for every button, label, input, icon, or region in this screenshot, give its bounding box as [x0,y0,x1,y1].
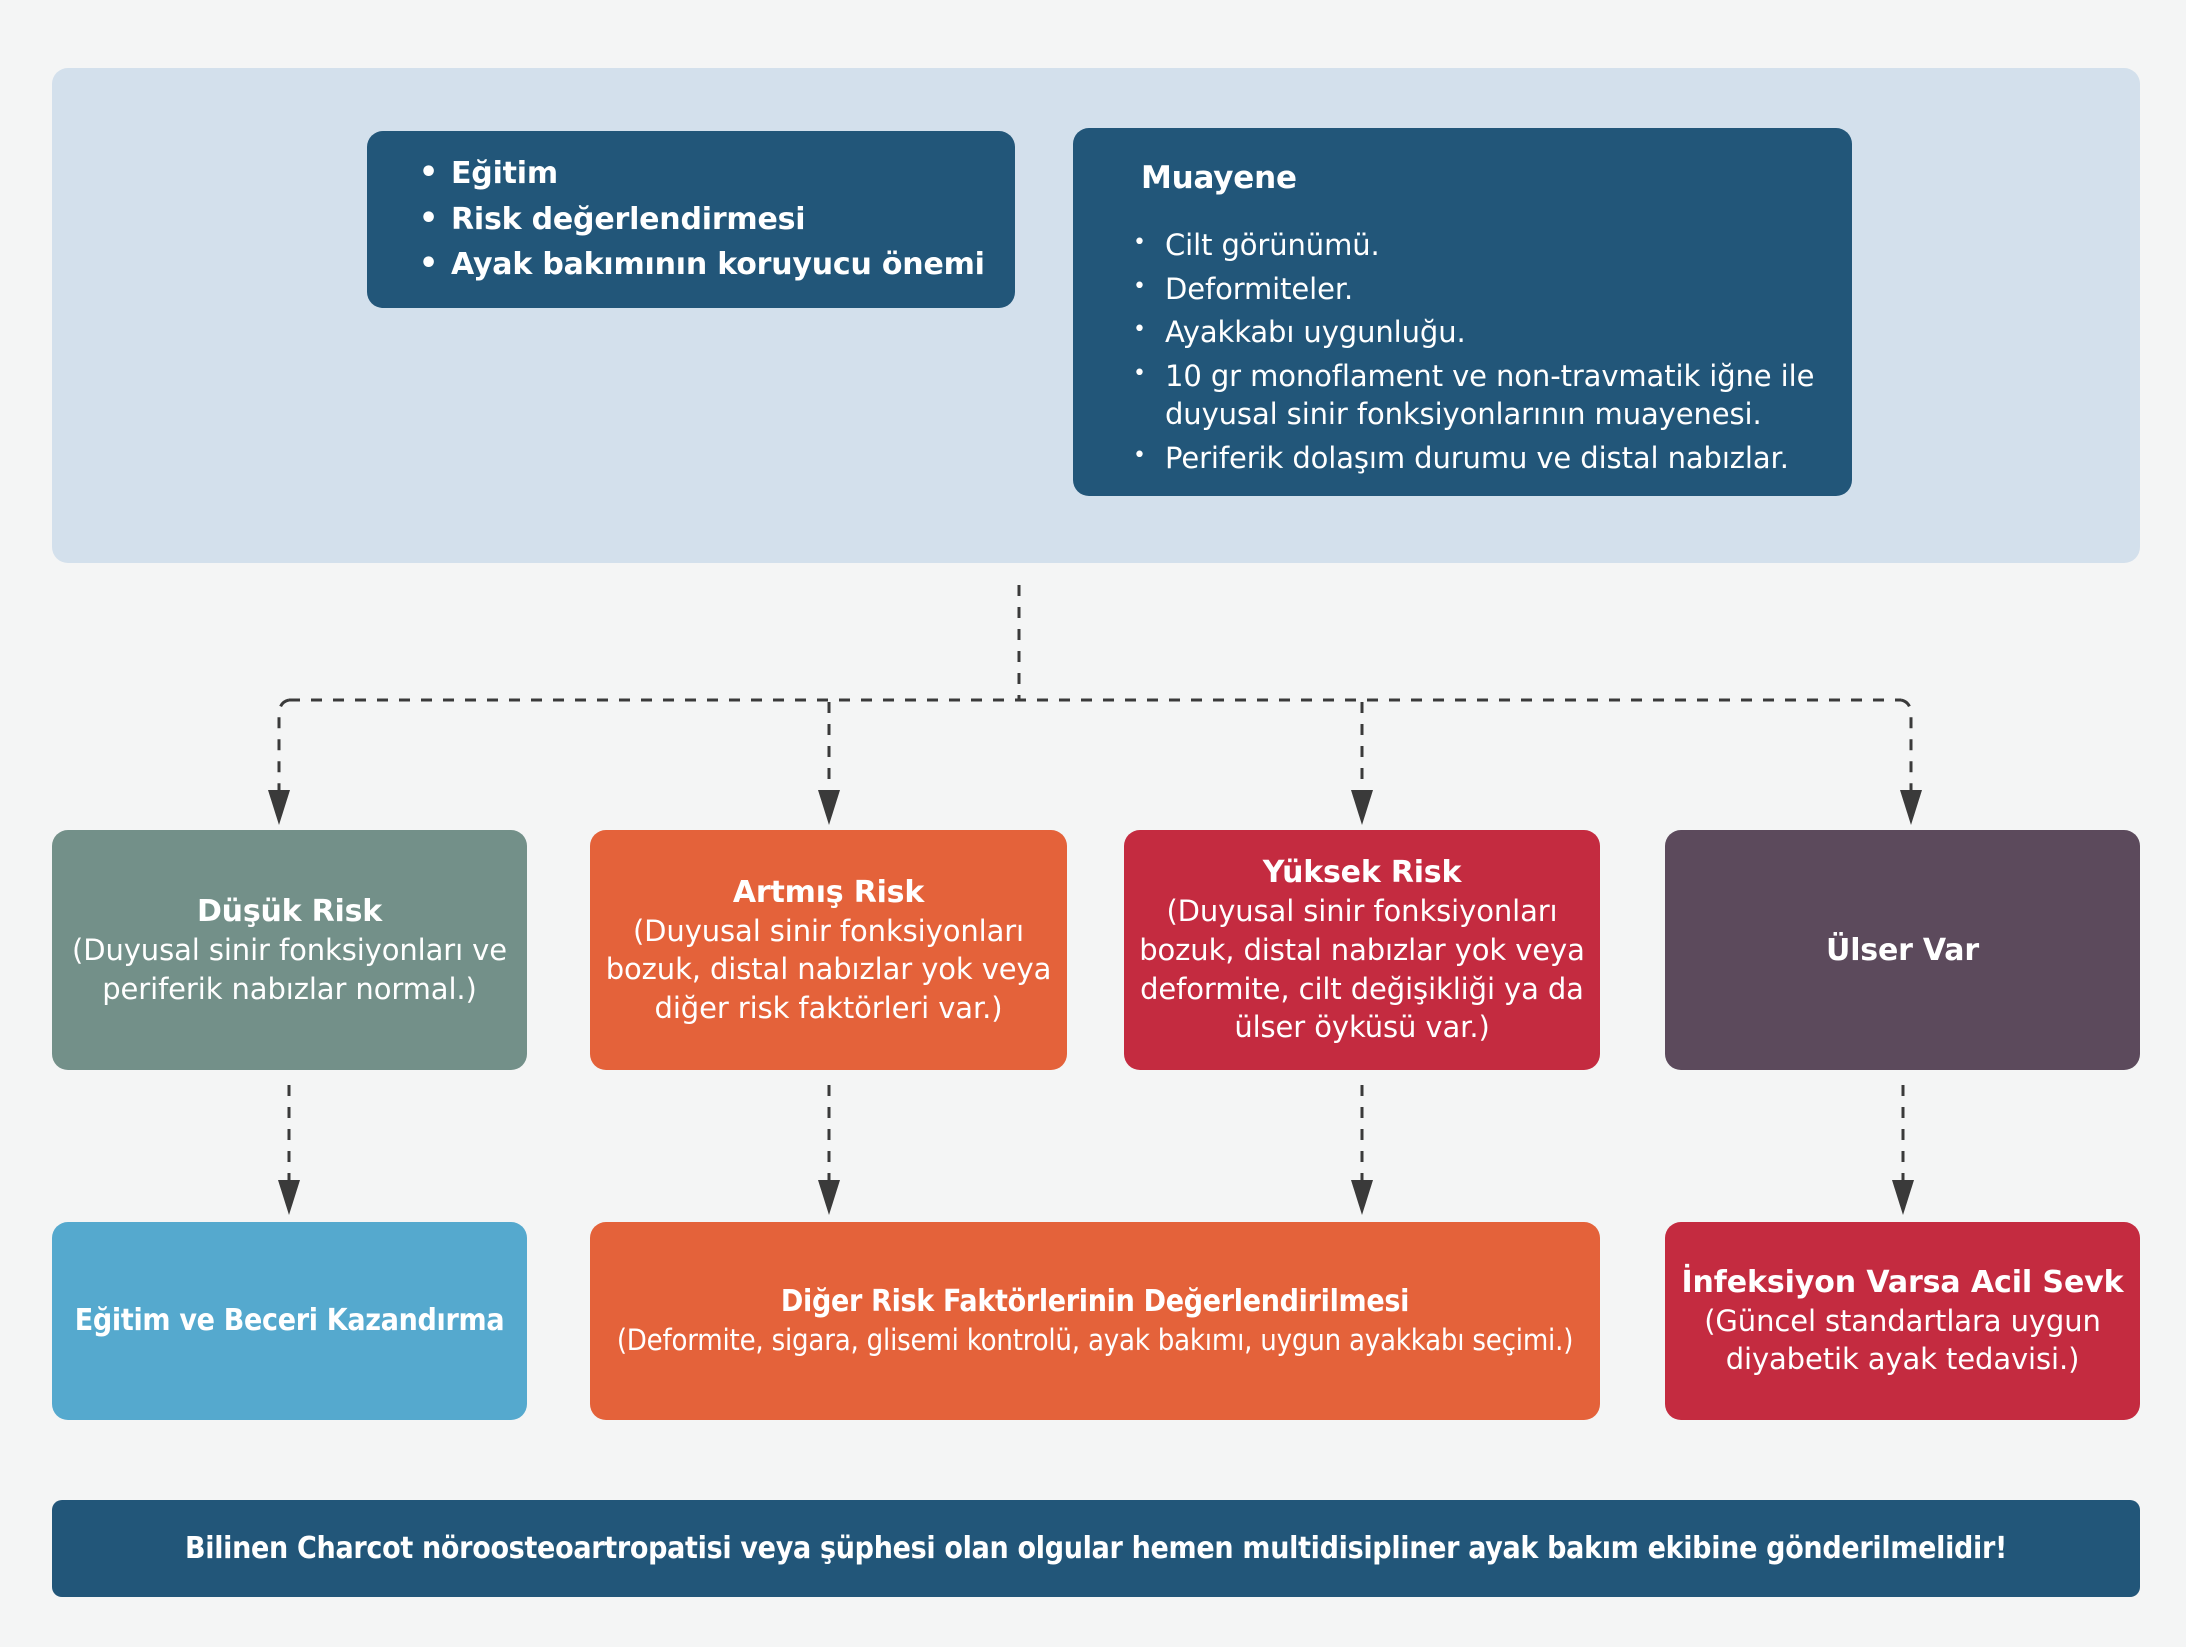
education-bullet: Eğitim [413,150,1015,197]
arrowhead-riskfactors-left [818,1180,840,1215]
action-card-title: İnfeksiyon Varsa Acil Sevk [1681,1265,2124,1301]
risk-card-subtitle: (Duyusal sinir fonksiyonları ve periferi… [72,932,507,1006]
action-card-subtitle: (Güncel standartlara uygun diyabetik aya… [1704,1304,2101,1376]
risk-card-title: Yüksek Risk [1262,855,1462,891]
action-card-subtitle: (Deformite, sigara, glisemi kontrolü, ay… [616,1323,1574,1358]
examination-bullet: 10 gr monoflament ve non-travmatik iğne … [1127,357,1818,434]
examination-box: Muayene Cilt görünümü. Deformiteler. Aya… [1073,128,1852,496]
action-card-title: Diğer Risk Faktörlerinin Değerlendirilme… [780,1284,1410,1320]
risk-card-title: Ülser Var [1826,932,1979,968]
risk-card-title: Artmış Risk [732,874,925,910]
connector-branch-ulcer [1900,698,1913,790]
arrowhead-ulcer [1900,790,1922,825]
risk-card-low: Düşük Risk (Duyusal sinir fonksiyonları … [52,830,527,1070]
risk-card-increased: Artmış Risk (Duyusal sinir fonksiyonları… [590,830,1067,1070]
examination-items-list: Cilt görünümü. Deformiteler. Ayakkabı uy… [1127,226,1818,482]
education-bullet: Ayak bakımının koruyucu önemi [413,241,1015,288]
education-bullet: Risk değerlendirmesi [413,196,1015,243]
examination-bullet: Ayakkabı uygunluğu. [1127,313,1818,352]
action-card-title: Eğitim ve Beceri Kazandırma [74,1303,505,1339]
education-topics-list: Eğitim Risk değerlendirmesi Ayak bakımın… [413,150,1015,288]
risk-card-high: Yüksek Risk (Duyusal sinir fonksiyonları… [1124,830,1600,1070]
footer-warning-banner: Bilinen Charcot nöroosteoartropatisi vey… [52,1500,2140,1597]
examination-title: Muayene [1141,160,1297,196]
arrowhead-low [268,790,290,825]
examination-bullet: Cilt görünümü. [1127,226,1818,265]
arrowhead-referral [1892,1180,1914,1215]
arrowhead-riskfactors-right [1351,1180,1373,1215]
connector-branch-low [277,698,290,790]
arrowhead-education [278,1180,300,1215]
arrowhead-increased [818,790,840,825]
action-card-referral: İnfeksiyon Varsa Acil Sevk (Güncel stand… [1665,1222,2140,1420]
arrowhead-high [1351,790,1373,825]
risk-card-subtitle: (Duyusal sinir fonksiyonları bozuk, dist… [1139,894,1585,1045]
risk-card-ulcer: Ülser Var [1665,830,2140,1070]
examination-bullet: Deformiteler. [1127,270,1818,309]
action-card-risk-factors: Diğer Risk Faktörlerinin Değerlendirilme… [590,1222,1600,1420]
risk-card-subtitle: (Duyusal sinir fonksiyonları bozuk, dist… [605,913,1052,1025]
action-card-education: Eğitim ve Beceri Kazandırma [52,1222,527,1420]
education-topics-box: Eğitim Risk değerlendirmesi Ayak bakımın… [367,131,1015,308]
examination-bullet: Periferik dolaşım durumu ve distal nabız… [1127,439,1818,478]
risk-card-title: Düşük Risk [196,893,383,929]
